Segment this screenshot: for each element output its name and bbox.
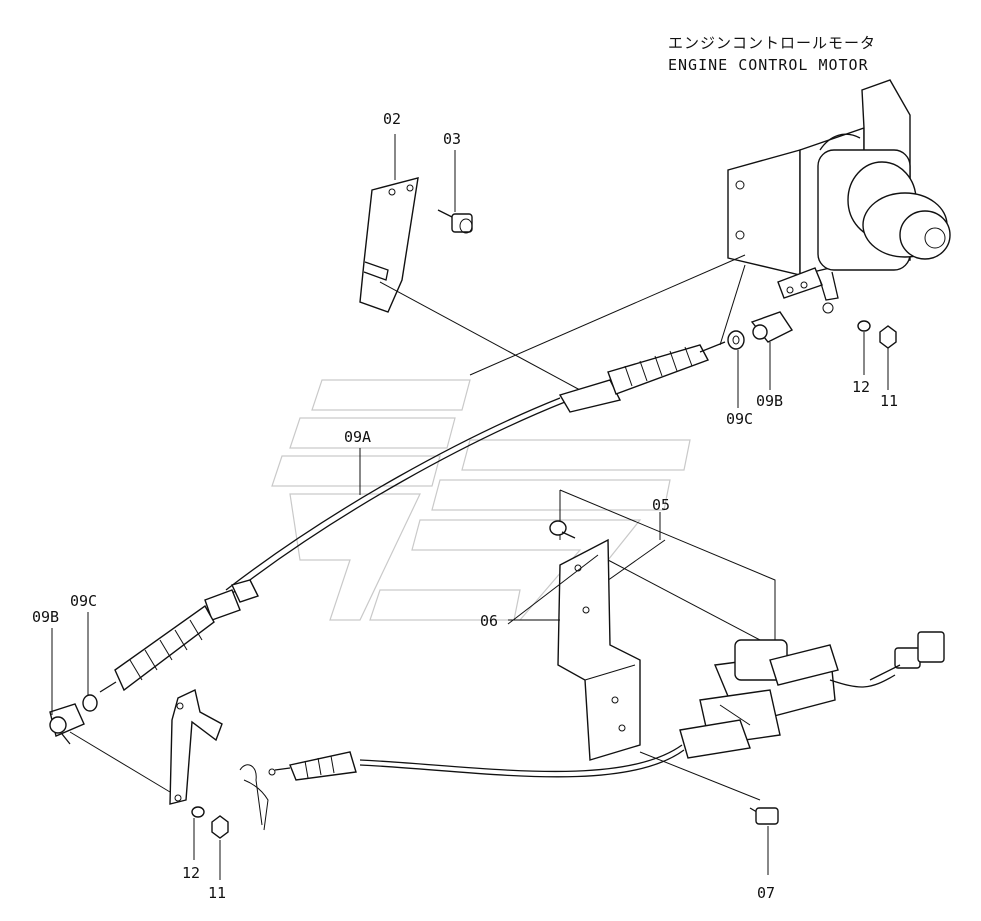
bolt-03 xyxy=(437,209,473,234)
lever xyxy=(169,688,223,805)
washer-12-top xyxy=(857,320,871,332)
nut-09c-top xyxy=(727,330,745,350)
callout-09b-left: 09B xyxy=(32,608,59,626)
leader-06-b xyxy=(507,554,599,625)
bracket-05 xyxy=(549,489,776,640)
bracket-02 xyxy=(359,177,419,313)
callout-12-bottom: 12 xyxy=(182,864,200,882)
bracket-06 xyxy=(557,538,641,761)
nut-11-top xyxy=(879,325,897,349)
callout-09a: 09A xyxy=(344,428,371,446)
cable-09a xyxy=(99,341,726,693)
engine-control-motor xyxy=(727,79,951,314)
callout-07: 07 xyxy=(757,884,775,902)
callout-09b-top: 09B xyxy=(756,392,783,410)
washer-12-bottom xyxy=(191,806,205,818)
nut-11-bottom xyxy=(211,815,229,839)
callout-11-top: 11 xyxy=(880,392,898,410)
nut-09c-left xyxy=(82,694,98,712)
callout-09c-left: 09C xyxy=(70,592,97,610)
callout-09c-top: 09C xyxy=(726,410,753,428)
callout-11-bottom: 11 xyxy=(208,884,226,902)
title-japanese: エンジンコントロールモータ xyxy=(668,34,876,52)
callout-02: 02 xyxy=(383,110,401,128)
callout-12-top: 12 xyxy=(852,378,870,396)
bolt-07 xyxy=(749,807,779,825)
watermark-logo xyxy=(271,379,691,621)
title-english: ENGINE CONTROL MOTOR xyxy=(668,56,869,74)
leader-07-line xyxy=(639,751,761,801)
leader-06-c xyxy=(607,559,761,641)
leader-lever xyxy=(69,731,171,793)
lower-cable xyxy=(239,744,685,831)
actuator-assembly xyxy=(679,631,945,759)
leader-motor-2 xyxy=(719,264,746,346)
callout-03: 03 xyxy=(443,130,461,148)
ball-joint-09b-left xyxy=(49,703,85,745)
ball-joint-09b-top xyxy=(750,311,794,343)
leader-02-cable xyxy=(379,281,581,391)
callout-05: 05 xyxy=(652,496,670,514)
callout-06: 06 xyxy=(480,612,498,630)
